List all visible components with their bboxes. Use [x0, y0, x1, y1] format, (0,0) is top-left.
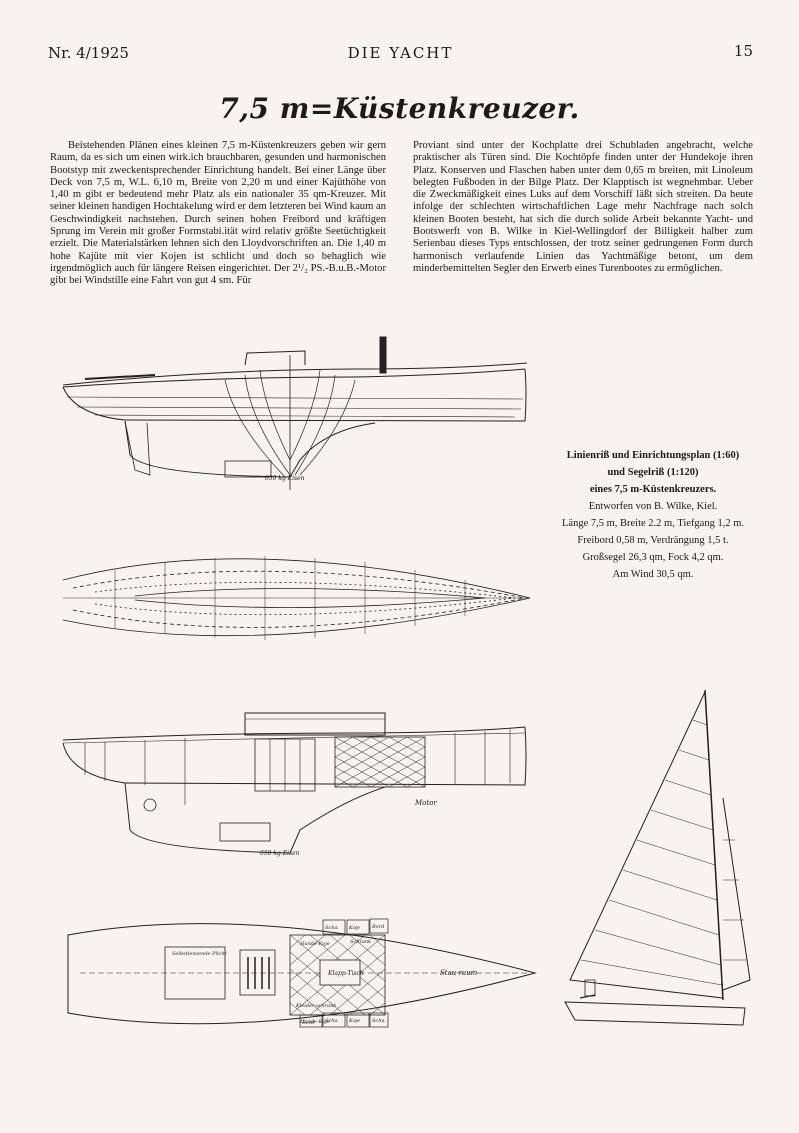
figure-caption: Linienriß und Einrichtungsplan (1:60) un… — [540, 447, 766, 583]
motor-label: Motor — [414, 799, 437, 807]
article-column-2: Proviant sind unter der Kochplatte drei … — [413, 140, 753, 275]
label-schapp-bottom: Scha. — [325, 1018, 339, 1024]
keel-label-top: 650 kg Eisen — [265, 475, 305, 482]
caption-line-7: Großsegel 26,3 qm, Fock 4,2 qm. — [582, 552, 724, 563]
interior-profile: Motor 650 kg Eisen — [62, 712, 527, 857]
journal-title: DIE YACHT — [347, 44, 454, 62]
label-bord-bottom: Bord — [301, 1020, 314, 1026]
caption-line-1: Linienriß und Einrichtungsplan (1:60) — [566, 450, 740, 461]
caption-line-5: Länge 7,5 m, Breite 2.2 m, Tiefgang 1,2 … — [562, 518, 744, 529]
article-column-1: Beistehenden Plänen eines kleinen 7,5 m-… — [50, 140, 386, 288]
lines-plan-profile: 650 kg Eisen — [62, 336, 528, 490]
issue-number: Nr. 4/1925 — [48, 44, 129, 62]
label-klapptisch: Klapp-Tisch — [327, 970, 364, 977]
lines-plan-half-breadth — [62, 556, 531, 640]
keel-label-mid: 650 kg Eisen — [260, 850, 300, 857]
label-schrank: Schrank — [350, 939, 371, 945]
label-koje-top: Koje — [348, 925, 360, 931]
accommodation-plan: Selbstlenzende Plicht Klapp-Tisch Stau-r… — [67, 918, 537, 1028]
caption-line-8: Am Wind 30,5 qm. — [612, 569, 694, 580]
label-bord-top: Bord — [371, 924, 384, 930]
page-number: 15 — [733, 42, 753, 60]
article-title: 7,5 m=Küstenkreuzer. — [219, 92, 580, 125]
label-schapp-top: Scha. — [325, 925, 339, 931]
label-kleiderschrank: Kleider-schrank — [295, 1003, 336, 1009]
caption-line-4: Entworfen von B. Wilke, Kiel. — [588, 501, 718, 512]
page-header: Nr. 4/1925 DIE YACHT 15 — [48, 42, 753, 68]
label-koje-bottom: Koje — [348, 1018, 360, 1024]
caption-line-2: und Segelriß (1:120) — [607, 467, 699, 478]
column-2-text: Proviant sind unter der Kochplatte drei … — [413, 140, 753, 274]
label-schapp-bottom-2: Scha. — [372, 1018, 386, 1024]
label-hundekoje-top: Hunde-Koje — [299, 941, 330, 947]
caption-line-3: eines 7,5 m-Küstenkreuzers. — [589, 484, 717, 495]
label-selbstlenzende-plicht: Selbstlenzende Plicht — [172, 951, 228, 957]
sail-plan — [564, 689, 751, 1026]
column-1-text: Beistehenden Plänen eines kleinen 7,5 m-… — [50, 140, 386, 287]
label-hundekoje-bottom: Hunde-Koje — [299, 1019, 330, 1025]
caption-line-6: Freibord 0,58 m, Verdrängung 1,5 t. — [577, 535, 729, 546]
label-stauraum: Stau-raum — [440, 969, 478, 977]
